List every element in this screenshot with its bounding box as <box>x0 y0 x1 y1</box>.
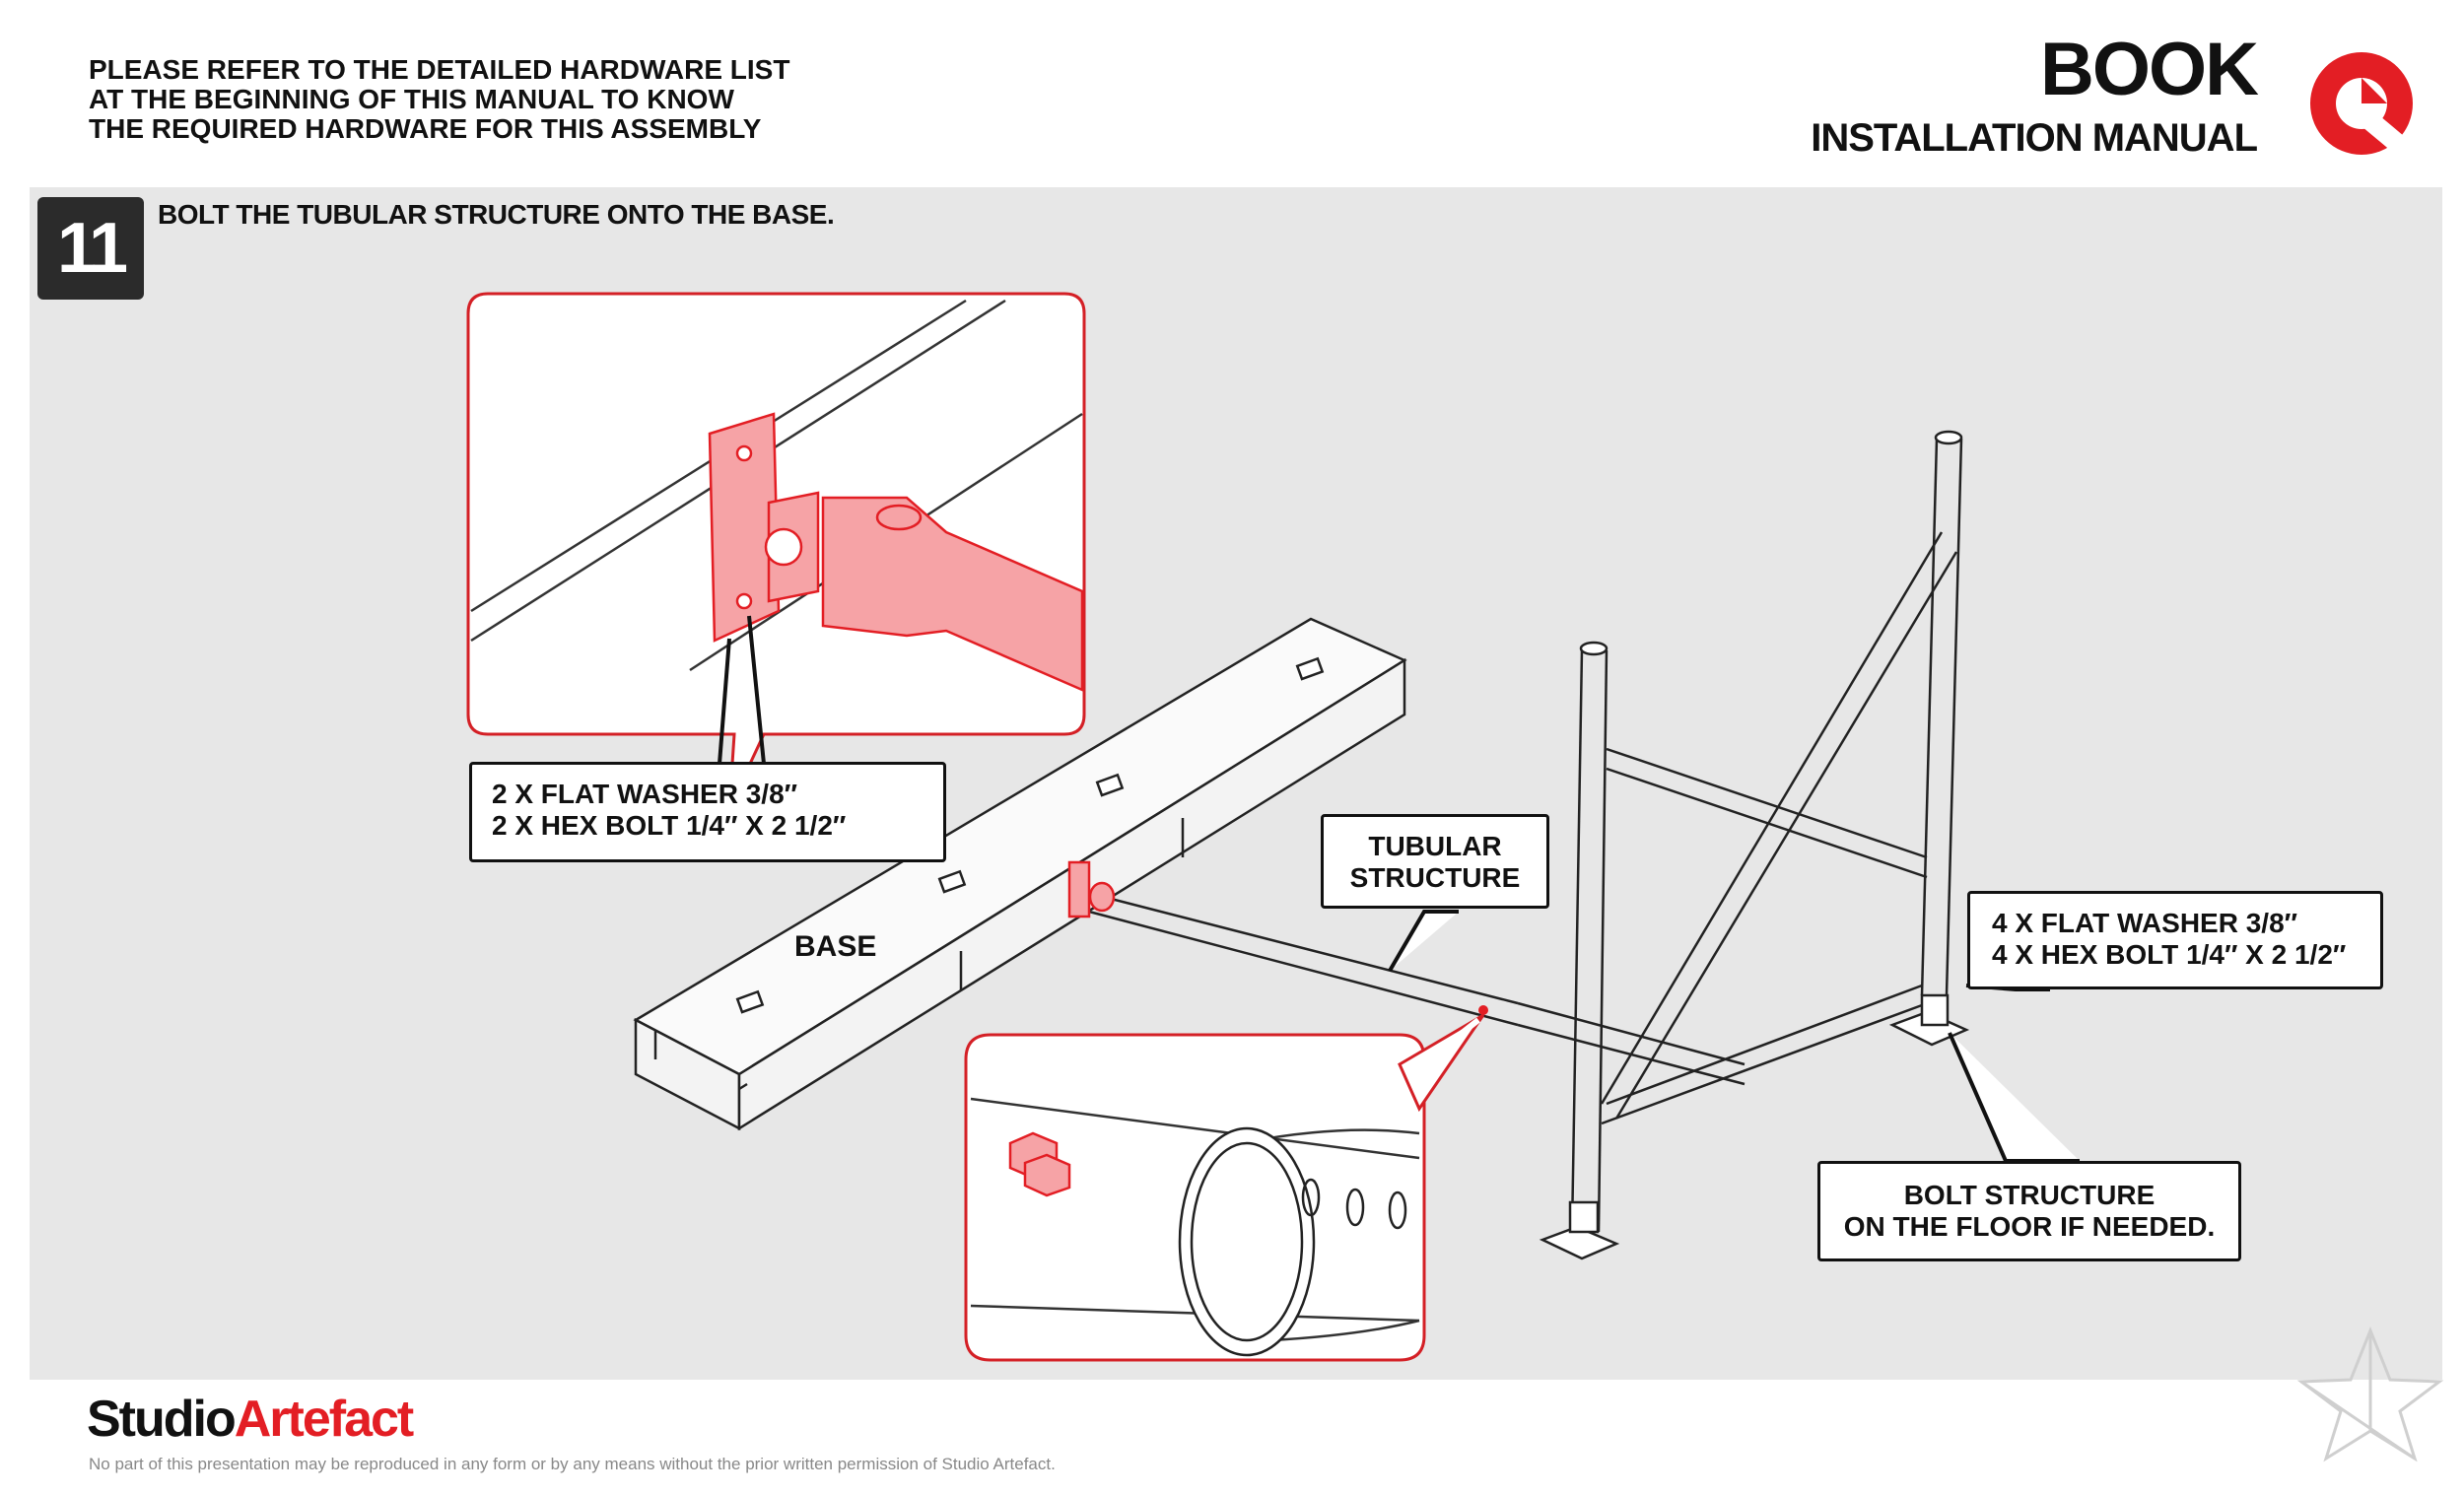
callout-line: BOLT STRUCTURE <box>1903 1180 2156 1210</box>
copyright-notice: No part of this presentation may be repr… <box>89 1455 1056 1473</box>
callout-line: STRUCTURE <box>1349 862 1521 893</box>
callout-hardware-base: 2 X FLAT WASHER 3/8″ 2 X HEX BOLT 1/4″ X… <box>469 762 946 862</box>
step-instruction: BOLT THE TUBULAR STRUCTURE ONTO THE BASE… <box>158 199 835 230</box>
base-bracket <box>1067 860 1116 918</box>
document-subtitle: INSTALLATION MANUAL <box>1811 116 2258 160</box>
step-number-badge: 11 <box>37 197 144 300</box>
callout-hardware-floor: 4 X FLAT WASHER 3/8″ 4 X HEX BOLT 1/4″ X… <box>1967 891 2383 989</box>
callout-floor-note: BOLT STRUCTURE ON THE FLOOR IF NEEDED. <box>1817 1161 2241 1261</box>
callout-line: 2 X FLAT WASHER 3/8″ <box>492 779 798 809</box>
brand-wordmark: StudioArtefact <box>87 1390 414 1449</box>
document-title: BOOK <box>2040 28 2259 111</box>
detail-pin <box>964 1013 1485 1362</box>
callout-line: 2 X HEX BOLT 1/4″ X 2 1/2″ <box>492 810 847 841</box>
star-watermark-icon <box>2296 1326 2444 1462</box>
brand-part: Studio <box>87 1391 237 1448</box>
hardware-note-line: AT THE BEGINNING OF THIS MANUAL TO KNOW <box>89 84 734 114</box>
brand-part-accent: Artefact <box>234 1391 414 1448</box>
studio-artefact-logo-icon <box>2310 52 2413 155</box>
hardware-note-line: THE REQUIRED HARDWARE FOR THIS ASSEMBLY <box>89 113 762 144</box>
tubular-structure <box>1083 430 1970 1260</box>
base-label: BASE <box>794 930 877 963</box>
detail-bolt-base <box>466 292 1086 809</box>
callout-tubular-structure: TUBULAR STRUCTURE <box>1321 814 1549 909</box>
callout-line: 4 X FLAT WASHER 3/8″ <box>1992 908 2298 938</box>
callout-line: TUBULAR <box>1368 831 1502 861</box>
callout-line: ON THE FLOOR IF NEEDED. <box>1843 1211 2216 1242</box>
callout-line: 4 X HEX BOLT 1/4″ X 2 1/2″ <box>1992 939 2347 970</box>
hardware-note-line: PLEASE REFER TO THE DETAILED HARDWARE LI… <box>89 54 790 85</box>
hardware-note: PLEASE REFER TO THE DETAILED HARDWARE LI… <box>89 55 976 144</box>
